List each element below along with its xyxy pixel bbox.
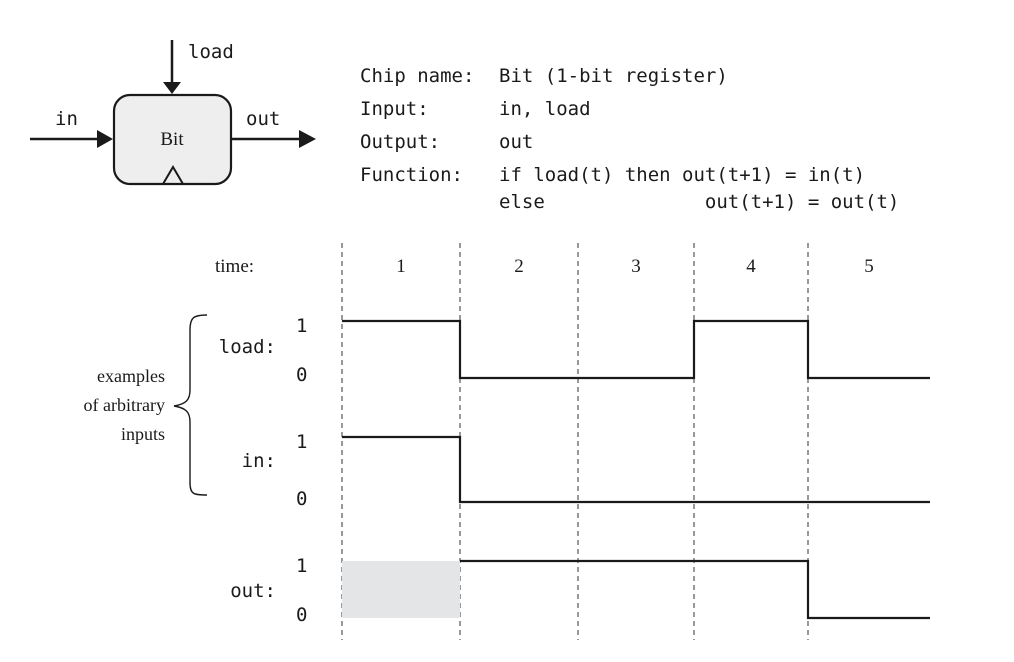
bracket-label-line-3: inputs [121,424,165,444]
load-waveform [342,319,930,380]
time-step-2: 2 [514,256,524,277]
out-output-label: out [246,108,280,130]
time-step-4: 4 [746,256,756,277]
time-step-1: 1 [396,256,406,277]
in-high-level-label: 1 [296,431,307,453]
load-high-level-label: 1 [296,315,307,337]
out-low-level-label: 0 [296,604,307,626]
spec-value-chip-name: Bit (1-bit register) [499,65,728,87]
spec-key-input: Input: [360,98,429,120]
out-waveform [460,559,930,620]
bracket-label-line-2: of arbitrary [84,395,165,415]
spec-key-function: Function: [360,164,463,186]
in-input-label: in [55,108,78,130]
spec-value-function: if load(t) then out(t+1) = in(t) [499,164,865,186]
inputs-bracket [173,314,208,496]
clock-triangle-icon [162,165,184,185]
spec-key-output: Output: [360,131,440,153]
in-arrowhead [97,130,113,148]
chip-symbol: load in Bit out [30,40,316,186]
spec-function-else: else out(t+1) = out(t) [499,191,899,213]
chip-name: Bit [160,129,184,150]
bracket-label-line-1: examples [97,366,165,386]
out-high-level-label: 1 [296,555,307,577]
in-signal-label: in: [242,450,276,472]
time-step-3: 3 [631,256,641,277]
out-signal-label: out: [230,580,276,602]
spec-value-input: in, load [499,98,591,120]
load-arrowhead [163,82,181,94]
chip-spec: Chip name: Bit (1-bit register) Input: i… [360,65,899,213]
spec-key-chip-name: Chip name: [360,65,474,87]
out-undefined-region [342,561,460,618]
time-step-labels: 1 2 3 4 5 [396,256,874,277]
time-step-5: 5 [864,256,874,277]
time-axis-label: time: [215,256,254,277]
load-input-label: load [188,41,234,63]
spec-value-output: out [499,131,533,153]
out-arrowhead [299,130,316,148]
load-signal-label: load: [219,336,276,358]
in-waveform [342,435,930,504]
in-low-level-label: 0 [296,488,307,510]
signal-waveforms: load: 1 0 in: 1 0 out: 1 0 [219,315,930,626]
load-low-level-label: 0 [296,364,307,386]
